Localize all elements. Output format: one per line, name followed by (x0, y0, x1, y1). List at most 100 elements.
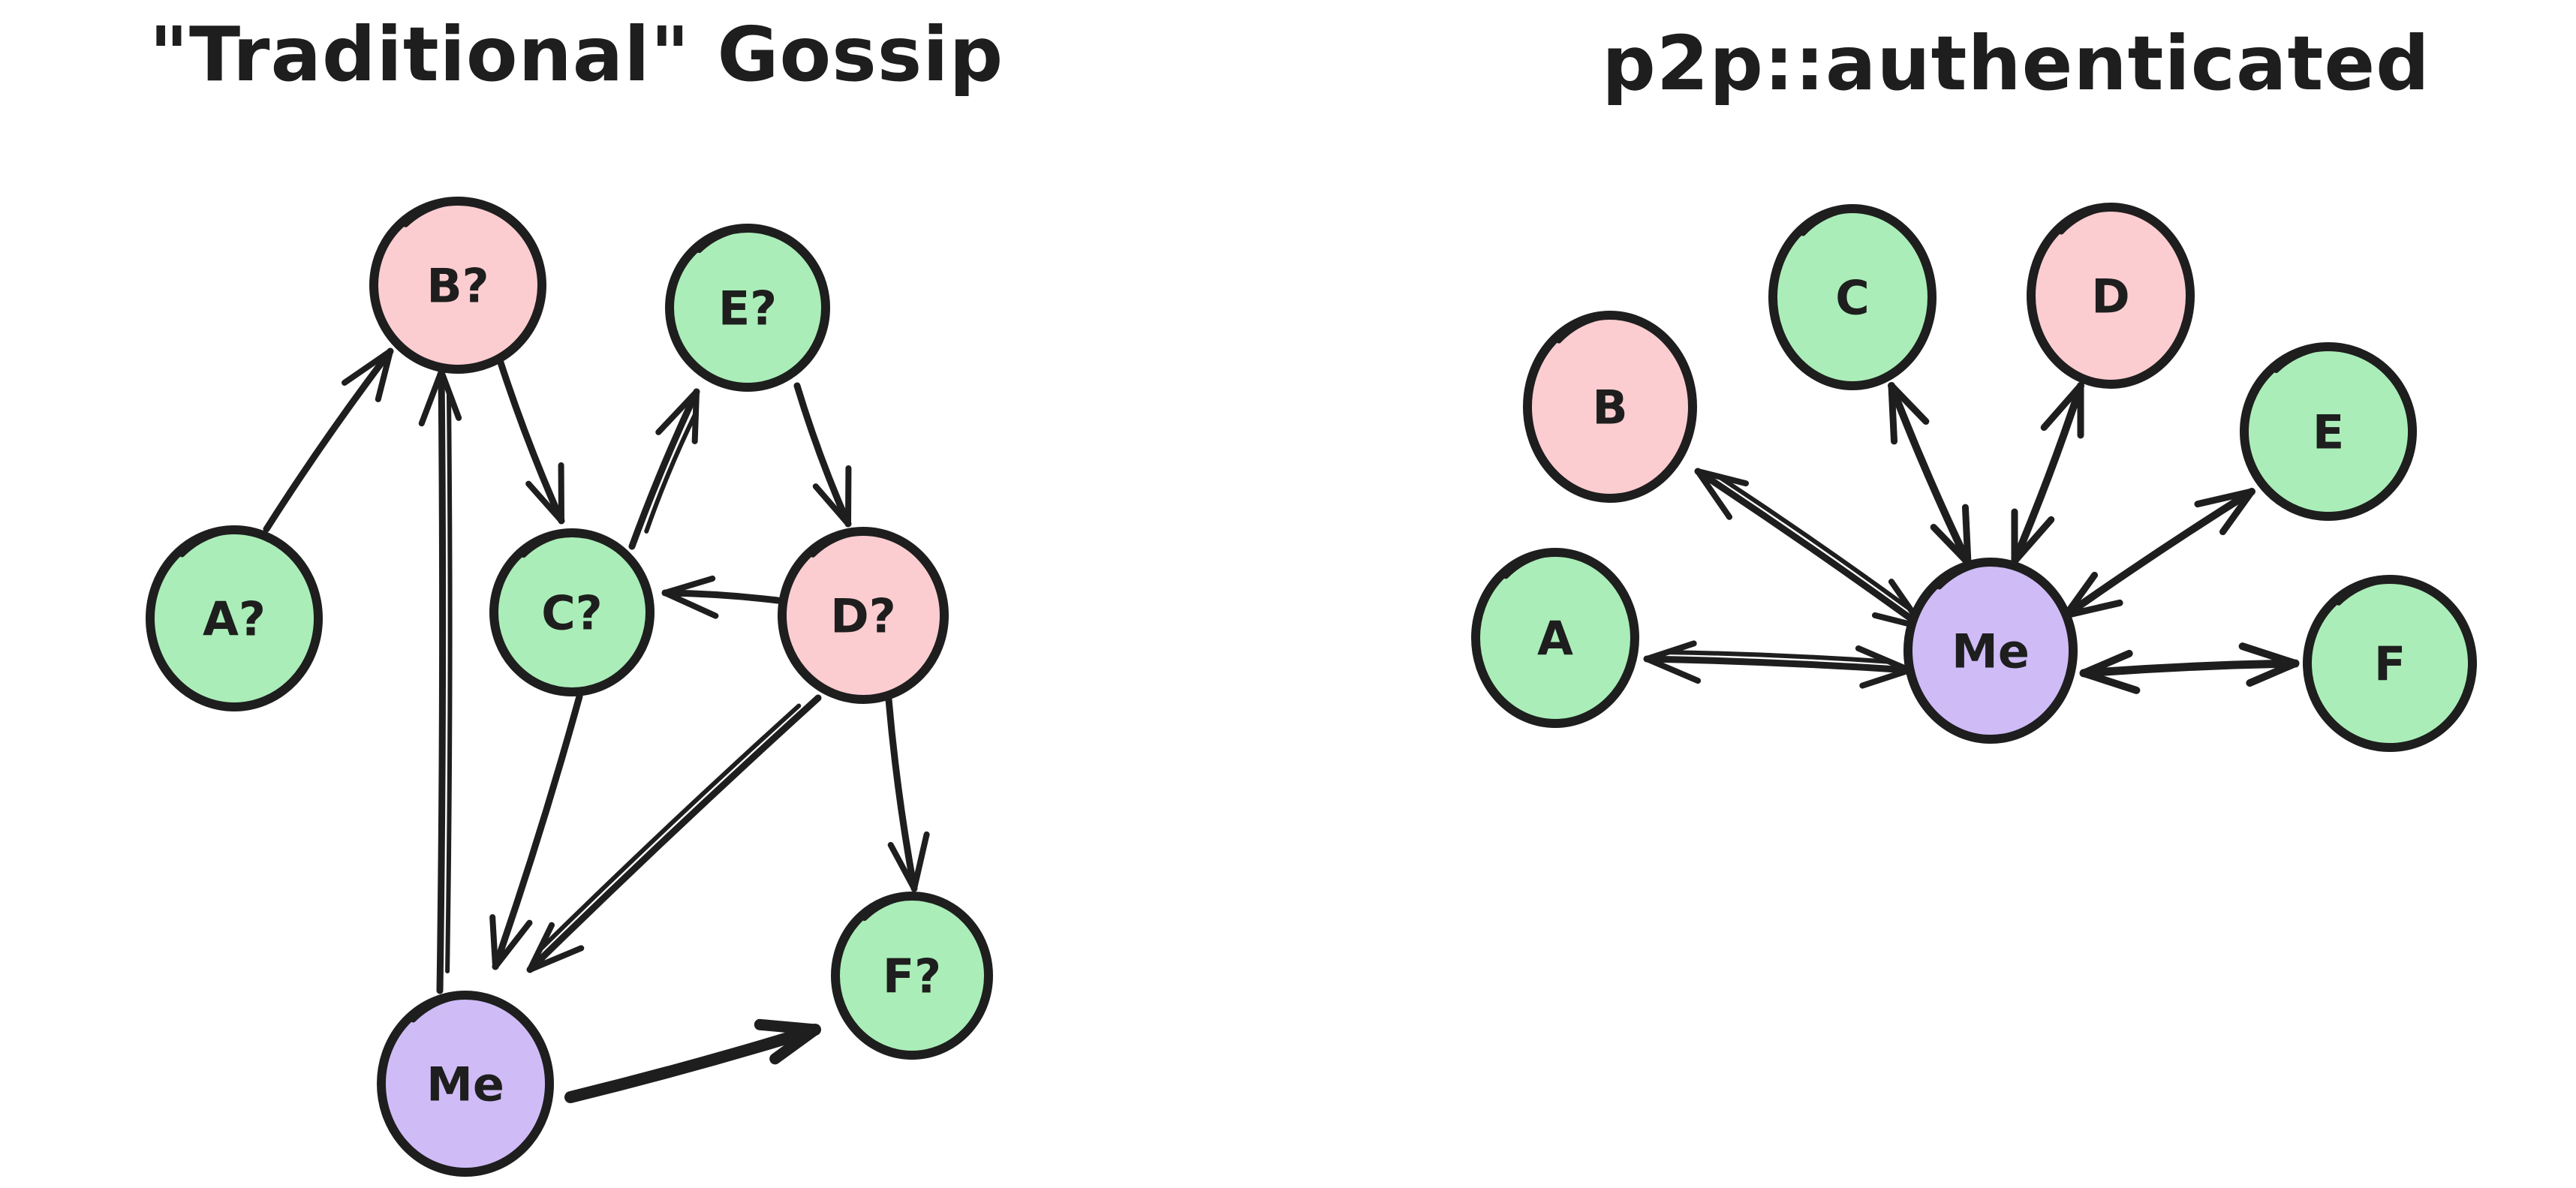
node-left-F-sketch-overshoot (862, 894, 928, 922)
edge-left-Me-to-F-head-barb-0 (754, 1018, 821, 1036)
edge-right-Me-to-B-head-barb-0 (1695, 468, 1733, 520)
node-right-C: C (1768, 204, 1937, 390)
edge-right-Me-to-C-head-barb-1 (1930, 524, 1972, 567)
edge-left-D-to-C (661, 575, 781, 619)
node-left-A: A? (146, 525, 323, 711)
node-right-E-sketch-overshoot (2274, 344, 2346, 374)
edge-left-D-to-Me (526, 694, 822, 973)
edge-right-Me-to-F-head-barb-0 (2238, 642, 2299, 667)
node-right-F-sketch-overshoot (2336, 577, 2408, 606)
edge-left-E-to-D-shaft (793, 382, 852, 528)
edge-left-C-to-E-shaft (628, 388, 700, 550)
edge-left-D-to-C-head-barb-0 (662, 590, 719, 619)
node-right-A-sketch-overshoot (1503, 550, 1572, 579)
edge-right-Me-to-F (2079, 642, 2300, 694)
edge-left-C-to-E-head-barb-1 (691, 389, 700, 444)
edge-left-D-to-Me-head-barb-1 (527, 922, 555, 973)
edge-right-Me-to-B-head-barb-1 (1695, 468, 1750, 487)
edge-right-Me-to-C (1888, 382, 1972, 567)
edge-right-Me-to-E-head-barb-0 (2194, 488, 2256, 508)
edge-right-Me-to-F-shaft (2079, 659, 2300, 678)
edge-left-C-to-Me (489, 693, 583, 970)
edge-right-Me-to-B-shaft-echo (1716, 474, 1914, 612)
node-right-A: A (1471, 548, 1639, 728)
edge-right-Me-to-A (1643, 640, 1913, 689)
edge-left-C-to-Me-shaft (492, 693, 583, 970)
edge-left-Me-to-B-shaft-echo (445, 389, 453, 974)
edge-left-Me-to-B (418, 368, 462, 994)
node-right-B-sketch-overshoot (1556, 313, 1628, 344)
node-right-D-sketch-overshoot (2058, 205, 2128, 235)
edge-left-B-to-C (496, 356, 565, 525)
left-diagram-title: "Traditional" Gossip (149, 11, 1004, 98)
node-left-Me: Me (377, 991, 554, 1177)
edge-left-C-to-Me-head-barb-1 (489, 914, 498, 970)
edge-right-Me-to-A-head-barb-0 (1855, 645, 1912, 673)
edge-right-Me-to-E (2062, 488, 2256, 619)
edge-left-D-to-F-shaft (885, 696, 918, 892)
edge-right-Me-to-A-head-barb-0 (1644, 656, 1702, 684)
edge-left-B-to-C-head-barb-1 (525, 480, 564, 524)
edge-right-Me-to-D-head-barb-0 (2040, 382, 2084, 432)
node-left-C-sketch-overshoot (521, 531, 589, 558)
edge-right-Me-to-F-head-barb-0 (2080, 669, 2141, 694)
edge-right-Me-to-C-head-barb-0 (1961, 504, 1972, 567)
node-left-E-label: E? (718, 281, 777, 335)
traditional-gossip-diagram: A? B? C? D? E? F? Me (146, 197, 993, 1177)
edge-left-B-to-C-shaft (496, 356, 565, 525)
edge-left-D-to-C-head-barb-1 (662, 575, 716, 596)
node-left-F-label: F? (883, 949, 941, 1003)
node-right-D: D (2027, 203, 2195, 389)
edge-right-Me-to-A-shaft (1643, 655, 1913, 674)
edge-left-D-to-F (885, 696, 930, 892)
node-left-F: F? (831, 892, 993, 1060)
node-right-Me-sketch-overshoot (1937, 560, 2009, 590)
node-left-D-sketch-overshoot (810, 529, 880, 558)
edge-left-Me-to-F (564, 1018, 821, 1103)
node-right-D-label: D (2091, 269, 2129, 323)
edge-right-Me-to-A-head-barb-1 (1859, 667, 1912, 689)
edge-left-C-to-E (628, 388, 700, 550)
edge-right-Me-to-E-head-barb-0 (2062, 599, 2123, 619)
edge-left-D-to-C-shaft (661, 589, 781, 604)
node-right-C-label: C (1835, 270, 1870, 325)
edge-left-E-to-D-head-barb-1 (812, 483, 851, 527)
edge-right-Me-to-B (1694, 468, 1927, 631)
node-left-Me-label: Me (426, 1057, 504, 1111)
edge-right-Me-to-C-head-barb-0 (1888, 382, 1898, 445)
edge-right-Me-to-E-head-barb-1 (2219, 488, 2256, 536)
node-right-Me-label: Me (1952, 624, 2030, 678)
node-left-D-label: D? (830, 588, 895, 643)
edge-right-Me-to-E-head-barb-1 (2062, 571, 2099, 619)
edge-right-Me-to-B-shaft (1694, 468, 1927, 631)
edge-right-Me-to-E-shaft (2062, 488, 2256, 619)
node-right-Me: Me (1903, 558, 2078, 744)
node-left-C-label: C? (541, 585, 602, 640)
edge-left-A-to-B-head-barb-0 (342, 348, 393, 386)
edge-left-D-to-Me-shaft (526, 694, 822, 973)
edge-right-Me-to-F-head-barb-1 (2246, 660, 2299, 687)
node-left-C: C? (489, 528, 655, 696)
edge-left-A-to-B-shaft (263, 347, 394, 533)
node-left-B-sketch-overshoot (403, 199, 476, 227)
edge-right-Me-to-D-shaft (2011, 382, 2084, 565)
node-left-A-label: A? (203, 591, 266, 646)
node-left-A-sketch-overshoot (179, 528, 252, 558)
node-right-F-label: F (2374, 636, 2406, 691)
edge-left-Me-to-B-head-barb-0 (418, 368, 444, 427)
node-left-E: E? (665, 224, 830, 392)
edge-right-Me-to-A-head-barb-1 (1644, 640, 1697, 662)
edge-left-A-to-B-head-barb-1 (375, 348, 393, 402)
right-diagram-title: p2p::authenticated (1602, 20, 2430, 107)
edge-right-Me-to-A-shaft-echo (1664, 650, 1893, 664)
edge-left-D-to-Me-head-barb-0 (527, 945, 585, 973)
edge-left-C-to-E-head-barb-0 (655, 389, 700, 435)
edge-left-C-to-Me-head-barb-0 (492, 919, 533, 970)
node-left-B-label: B? (426, 258, 489, 313)
node-left-E-sketch-overshoot (697, 226, 765, 254)
edge-right-Me-to-C-shaft (1888, 382, 1972, 567)
edge-left-A-to-B (263, 347, 394, 533)
